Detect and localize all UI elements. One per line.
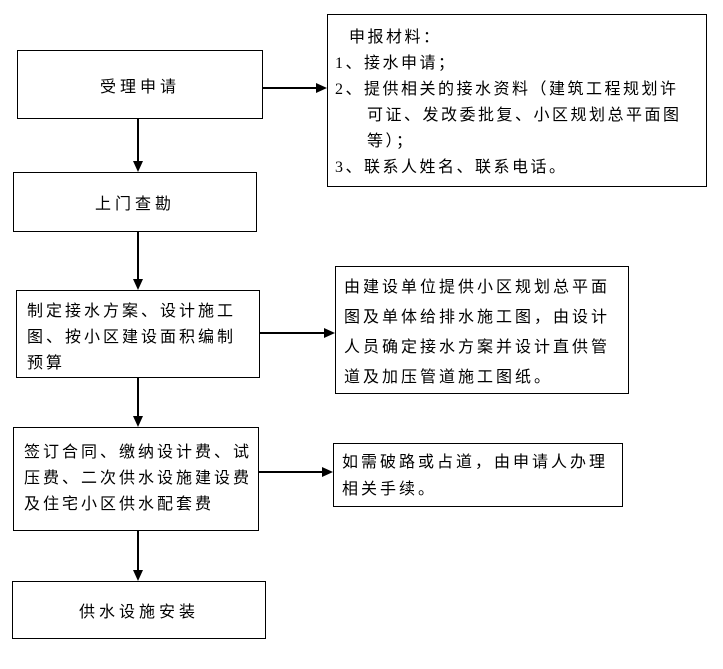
note-design-details: 由建设单位提供小区规划总平面图及单体给排水施工图，由设计人员确定接水方案并设计直… [335, 266, 629, 394]
flow-step-accept-application: 受理申请 [17, 50, 263, 119]
flow-step-label: 上门查勘 [94, 196, 175, 213]
flow-step-contract-fees: 签订合同、缴纳设计费、试压费、二次供水设施建设费及住宅小区供水配套费 [13, 427, 259, 531]
arrow-head-down-icon [133, 416, 143, 427]
arrow-line [260, 332, 325, 334]
note-road-permit: 如需破路或占道，由申请人办理相关手续。 [333, 443, 623, 507]
arrow-line [259, 471, 323, 473]
flow-step-label: 受理申请 [99, 78, 180, 96]
flow-step-label: 供水设施安装 [78, 604, 199, 621]
arrow-head-down-icon [133, 279, 143, 290]
arrow-head-right-icon [322, 467, 333, 477]
note-application-materials: 申报材料： 1、接水申请； 2、提供相关的接水资料（建筑工程规划许可证、发改委批… [327, 14, 707, 187]
arrow-head-down-icon [133, 161, 143, 172]
note-text: 如需破路或占道，由申请人办理相关手续。 [342, 454, 609, 498]
arrow-line [137, 378, 139, 417]
flow-step-label: 制定接水方案、设计施工图、按小区建设面积编制预算 [27, 303, 237, 372]
arrow-line [137, 232, 139, 280]
arrow-head-right-icon [324, 328, 335, 338]
flow-step-site-survey: 上门查勘 [13, 172, 257, 232]
flow-step-label: 签订合同、缴纳设计费、试压费、二次供水设施建设费及住宅小区供水配套费 [24, 444, 253, 513]
arrow-head-right-icon [316, 83, 327, 93]
note-list-item: 3、联系人姓名、联系电话。 [335, 159, 568, 176]
flow-step-install-facilities: 供水设施安装 [12, 581, 266, 639]
note-text: 由建设单位提供小区规划总平面图及单体给排水施工图，由设计人员确定接水方案并设计直… [344, 279, 611, 386]
note-list-item: 1、接水申请； [335, 55, 457, 72]
flow-step-plan-design: 制定接水方案、设计施工图、按小区建设面积编制预算 [16, 290, 260, 378]
arrow-line [137, 119, 139, 162]
arrow-line [263, 87, 317, 89]
arrow-head-down-icon [133, 570, 143, 581]
note-title: 申报材料： [349, 29, 442, 46]
arrow-line [137, 531, 139, 571]
note-list-item: 2、提供相关的接水资料（建筑工程规划许可证、发改委批复、小区规划总平面图等）； [335, 81, 682, 150]
